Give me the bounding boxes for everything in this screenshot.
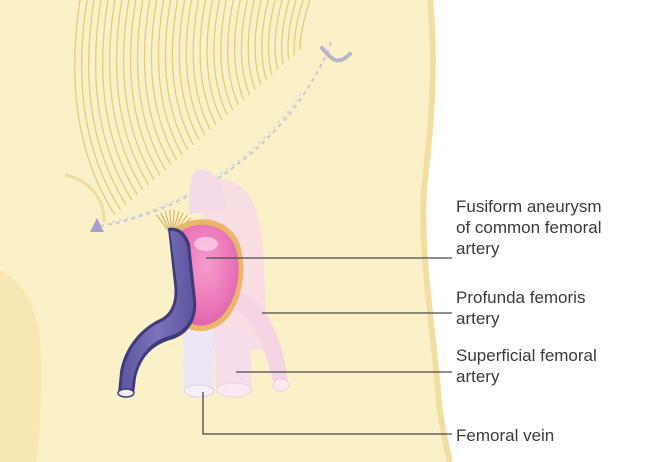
profunda-femoris-artery-end [273, 379, 289, 391]
label-superficial-line-1: Superficial femoral [456, 345, 597, 366]
label-aneurysm: Fusiform aneurysm of common femoral arte… [456, 196, 602, 259]
label-vein: Femoral vein [456, 425, 554, 446]
femoral-vein-cut-end [118, 389, 134, 397]
label-superficial: Superficial femoral artery [456, 345, 597, 387]
label-superficial-line-2: artery [456, 366, 597, 387]
label-vein-line-1: Femoral vein [456, 425, 554, 446]
label-aneurysm-line-1: Fusiform aneurysm [456, 196, 602, 217]
label-aneurysm-line-3: artery [456, 238, 602, 259]
label-profunda-line-2: artery [456, 308, 585, 329]
femoral-vein-pale-end [184, 385, 214, 397]
label-aneurysm-line-2: of common femoral [456, 217, 602, 238]
label-profunda-line-1: Profunda femoris [456, 287, 585, 308]
aneurysm-highlight [194, 237, 218, 251]
superficial-femoral-artery-end [216, 383, 252, 397]
label-profunda: Profunda femoris artery [456, 287, 585, 329]
